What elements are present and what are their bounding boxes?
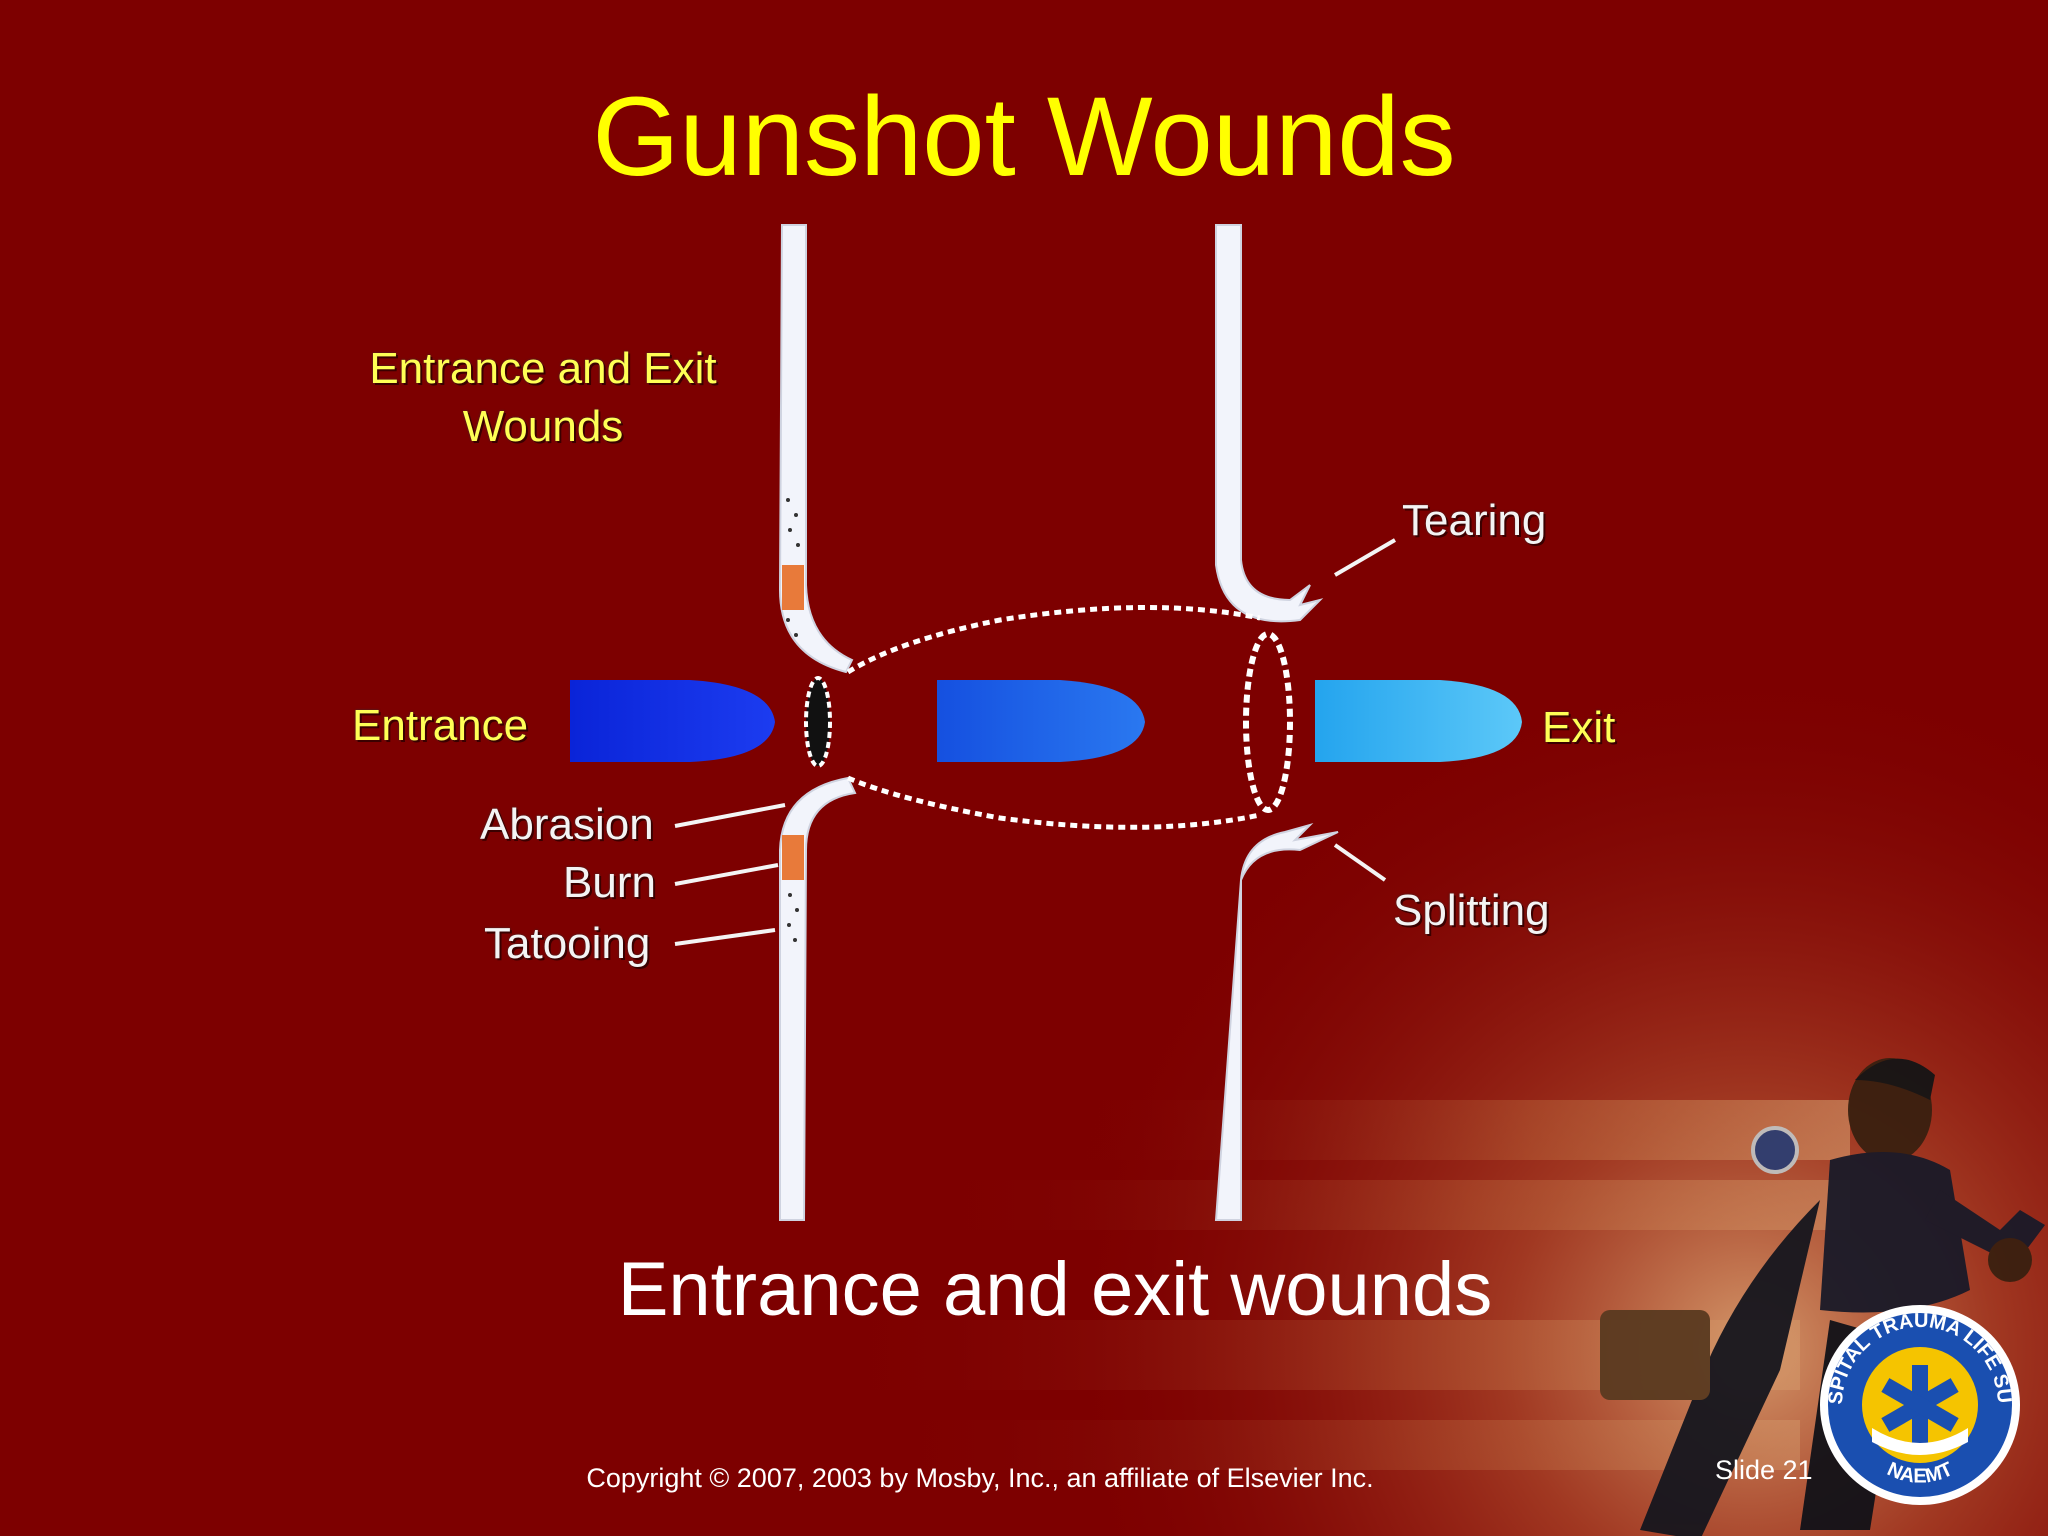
label-tatooing: Tatooing [484,919,651,968]
leader-lines [674,538,1397,946]
burn-mark-upper [782,565,804,610]
entrance-skin-layer [778,224,857,1221]
label-tearing: Tearing [1402,496,1547,545]
label-splitting: Splitting [1393,886,1550,935]
burn-mark-lower [782,835,804,880]
label-burn: Burn [563,858,656,907]
bullet-middle [937,680,1145,762]
label-exit: Exit [1542,703,1616,752]
exit-skin-layer [1214,224,1339,1221]
wound-tract [846,604,1261,830]
bullet-exit [1315,680,1522,762]
entrance-hole [804,676,832,768]
label-entrance: Entrance [352,701,529,750]
copyright-footer: Copyright © 2007, 2003 by Mosby, Inc., a… [586,1463,1374,1493]
exit-hole [1243,631,1293,813]
logo-ring-top: Pre HOSPITAL TRAUMA LIFE SUPPORT [0,0,2015,1405]
label-abrasion: Abrasion [480,800,654,849]
slide-caption: Entrance and exit wounds [617,1247,1493,1332]
diagram-heading: Entrance and Exit Wounds [369,344,717,451]
bullet-entrance [570,680,775,762]
star-of-life-icon [1881,1365,1959,1445]
slide-number: Slide 21 [1715,1455,1813,1485]
slide-title: Gunshot Wounds [592,74,1456,199]
